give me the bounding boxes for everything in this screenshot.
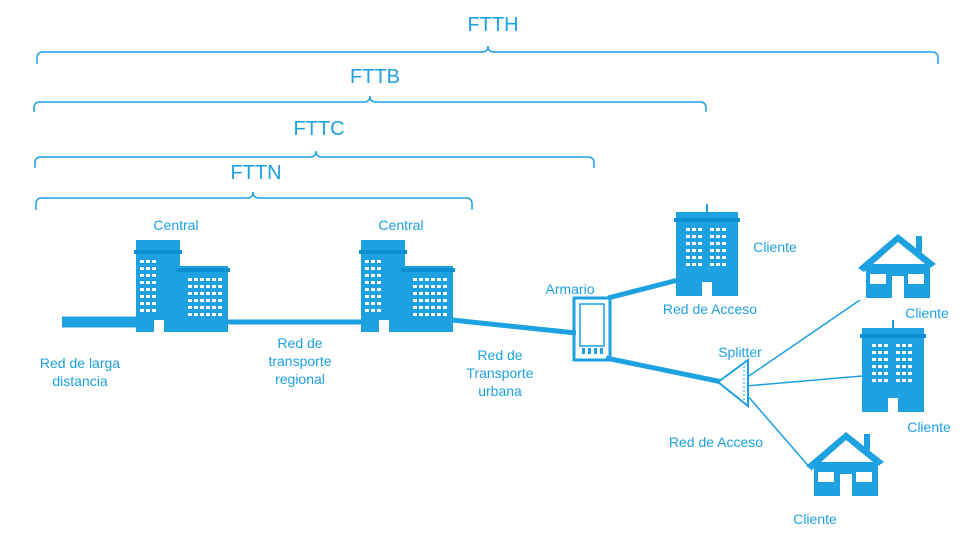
ftth-label: FTTH [467, 14, 519, 36]
access-top-label: Red de Acceso [662, 301, 758, 317]
regional-line-1: Red de [277, 335, 323, 351]
fttn-bracket [35, 191, 473, 210]
fttc-label: FTTC [293, 118, 345, 140]
client-house-bottom-label: Cliente [793, 511, 837, 527]
urban-link [451, 317, 577, 336]
bracket-lines [33, 45, 939, 210]
network-links [62, 276, 863, 471]
access-bottom-label: Red de Acceso [668, 434, 764, 450]
long-distance-label: Red de larga distancia [20, 354, 140, 390]
regional-line-3: regional [275, 371, 325, 387]
cabinet-splitter-link [605, 355, 723, 385]
urban-line-1: Red de [477, 347, 523, 363]
drop-house-top [745, 299, 861, 379]
urban-line-2: Transporte [466, 365, 534, 381]
central-2-label: Central [378, 217, 424, 233]
regional-line-2: transporte [268, 353, 332, 369]
urban-label: Red de Transporte urbana [440, 346, 560, 400]
access-link-top [607, 276, 683, 301]
fttc-bracket [34, 150, 595, 168]
fttb-label: FTTB [350, 66, 400, 88]
urban-line-3: urbana [478, 383, 522, 399]
drop-office-mid [745, 375, 863, 387]
client-office-top-label: Cliente [753, 239, 797, 255]
central-building-2 [359, 240, 455, 332]
fttb-bracket [33, 95, 707, 112]
client-house-top-label: Cliente [905, 305, 949, 321]
ftth-bracket [36, 45, 939, 64]
regional-label: Red de transporte regional [240, 334, 360, 388]
splitter-label: Splitter [718, 344, 762, 360]
client-office-mid-label: Cliente [907, 419, 951, 435]
street-cabinet-icon [572, 296, 612, 362]
client-house-bottom [806, 432, 884, 496]
client-office-mid [860, 320, 926, 412]
optical-splitter-icon [716, 358, 749, 409]
client-office-top [674, 204, 740, 296]
drop-house-bottom [745, 393, 813, 471]
client-house-top [858, 234, 936, 298]
central-building-1 [134, 240, 230, 332]
long-distance-text: Red de larga distancia [39, 355, 121, 389]
fttn-label: FTTN [230, 162, 282, 184]
armario-label: Armario [545, 281, 595, 297]
central-1-label: Central [153, 217, 199, 233]
